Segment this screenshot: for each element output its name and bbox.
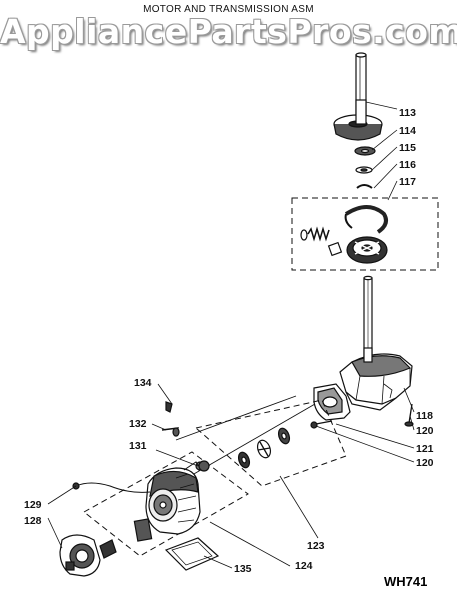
- callout-123: 123: [307, 540, 325, 552]
- part-128-pump: [59, 534, 117, 577]
- watermark: AppliancePartsPros.com: [0, 12, 457, 51]
- callout-117: 117: [399, 176, 416, 188]
- part-117-brake-cam: [346, 236, 388, 264]
- callout-129: 129: [24, 499, 42, 511]
- part-135-gasket: [164, 537, 220, 571]
- callout-114: 114: [399, 125, 416, 137]
- part-132-rod: [161, 427, 180, 437]
- part-118-transmission: [339, 347, 413, 411]
- part-113-shaft-hub: [333, 52, 383, 141]
- part-129-wire-harness: [72, 482, 151, 493]
- leader-lines: [47, 101, 415, 569]
- callout-120-upper: 120: [416, 425, 434, 437]
- part-131-coupling-hub: [198, 460, 210, 472]
- part-115-washer: [355, 166, 373, 174]
- callout-120-lower: 120: [416, 457, 434, 469]
- transmission-shaft: [363, 275, 373, 359]
- part-123-coupling-parts: [195, 427, 291, 471]
- part-120-bolt-upper: [404, 403, 414, 427]
- callout-132: 132: [129, 418, 147, 430]
- part-116-clip: [356, 184, 373, 189]
- callout-115: 115: [399, 142, 416, 154]
- part-124-motor: [133, 461, 201, 542]
- part-120-bolt-lower: [310, 420, 333, 429]
- callout-118: 118: [416, 410, 433, 422]
- callout-121: 121: [416, 443, 434, 455]
- callout-128: 128: [24, 515, 42, 527]
- part-134-clip: [165, 401, 173, 413]
- callout-116: 116: [399, 159, 416, 171]
- part-124-motor-box: [83, 451, 249, 557]
- callout-135: 135: [234, 563, 252, 575]
- callout-134: 134: [134, 377, 152, 389]
- callout-113: 113: [399, 107, 416, 119]
- model-code: WH741: [384, 574, 427, 589]
- callout-131: 131: [129, 440, 147, 452]
- part-117-spring: [300, 226, 343, 257]
- callout-124: 124: [295, 560, 313, 572]
- part-114-washer: [354, 146, 376, 156]
- diagram-title: MOTOR AND TRANSMISSION ASM: [143, 4, 314, 15]
- part-117-brake-band: [344, 205, 388, 234]
